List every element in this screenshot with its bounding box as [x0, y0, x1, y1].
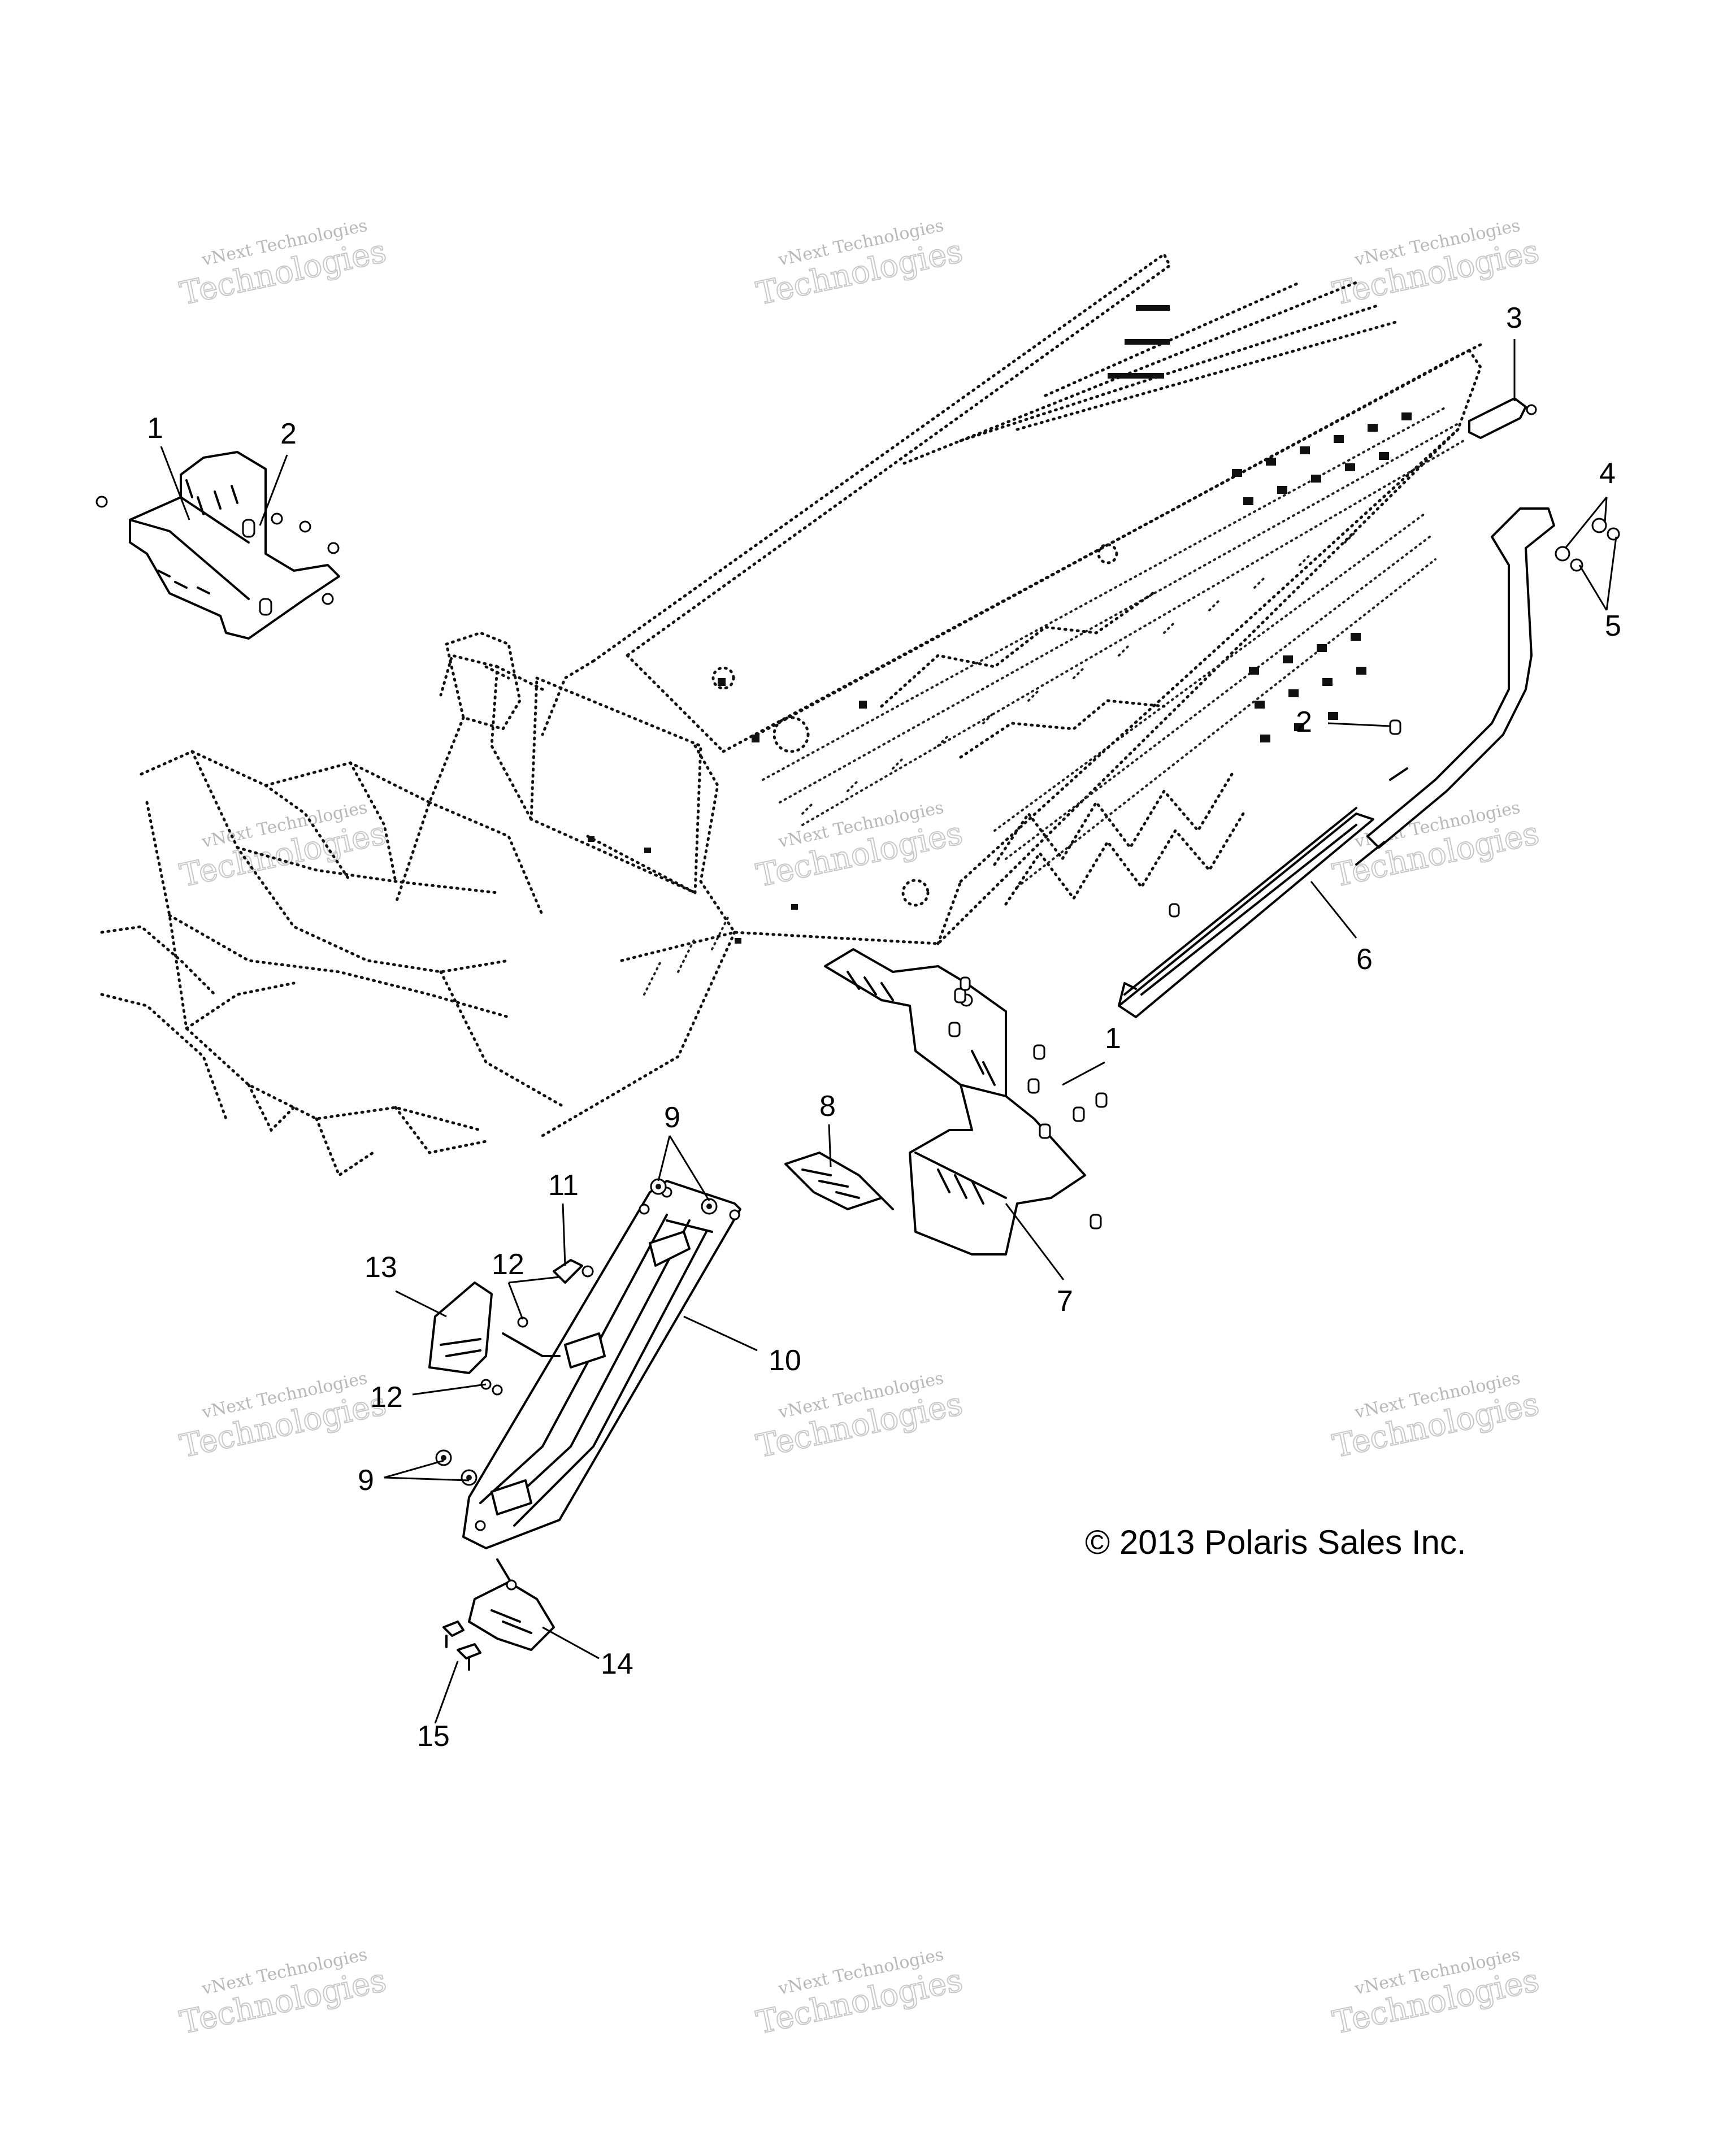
callout-8: 8 [819, 1090, 836, 1123]
watermark-2: vNext Technologies Technologies [753, 216, 966, 313]
watermark-12: vNext Technologies Technologies [1329, 1945, 1543, 2042]
watermarks: vNext Technologies Technologies vNext Te… [176, 216, 1543, 2042]
callout-9-upper: 9 [664, 1101, 680, 1134]
callout-3: 3 [1506, 302, 1522, 335]
callout-2-right: 2 [1296, 706, 1312, 738]
watermark-8: vNext Technologies Technologies [753, 1369, 966, 1466]
callout-12-lower: 12 [370, 1381, 403, 1414]
callout-13: 13 [364, 1251, 397, 1284]
chassis-tunnel-reference [100, 252, 1482, 1178]
watermark-11: vNext Technologies Technologies [753, 1945, 966, 2042]
callout-6: 6 [1356, 943, 1373, 976]
running-board-bar [1355, 507, 1555, 866]
watermark-4: vNext Technologies Technologies [176, 798, 390, 895]
callout-12-upper: 12 [492, 1248, 524, 1281]
callout-10: 10 [769, 1344, 801, 1377]
part-10-skid-plate [462, 1180, 741, 1549]
part-11-clip [553, 1259, 594, 1284]
part-1-upper-bracket [96, 451, 340, 640]
part-6-rail-strip [1118, 807, 1374, 1018]
callout-7: 7 [1057, 1285, 1073, 1318]
watermark-9: vNext Technologies Technologies [1329, 1369, 1543, 1466]
callout-labels: 1 2 3 4 5 2 6 1 8 9 11 12 13 12 10 7 9 1… [147, 302, 1621, 1753]
part-15-fasteners [442, 1621, 481, 1671]
copyright-text: © 2013 Polaris Sales Inc. [1085, 1523, 1466, 1561]
callout-4: 4 [1599, 457, 1616, 490]
callout-1-lower: 1 [1105, 1022, 1121, 1055]
callout-15: 15 [417, 1720, 450, 1753]
watermark-1: vNext Technologies Technologies [176, 216, 390, 313]
callout-1-upper: 1 [147, 412, 163, 445]
callout-14: 14 [601, 1648, 633, 1680]
watermark-5: vNext Technologies Technologies [753, 798, 966, 895]
part-7-lower-bracket [824, 903, 1180, 1256]
watermark-10: vNext Technologies Technologies [176, 1945, 390, 2042]
callout-5: 5 [1605, 610, 1621, 642]
callout-2-upper: 2 [280, 418, 297, 450]
watermark-3: vNext Technologies Technologies [1329, 216, 1543, 313]
part-4-5-hardware [1555, 518, 1620, 572]
part-9-nuts [435, 1178, 718, 1486]
leader-lines [160, 339, 1617, 1724]
part-14-clip-bracket [468, 1558, 555, 1651]
part-2-bolt [1389, 719, 1401, 735]
watermark-6: vNext Technologies Technologies [1329, 798, 1543, 895]
callout-11: 11 [548, 1169, 579, 1202]
tunnel-rivet-pattern [588, 305, 1412, 944]
part-3-pin [1468, 397, 1537, 439]
part-8-plate [784, 1152, 894, 1210]
callout-9-lower: 9 [358, 1464, 374, 1497]
watermark-7: vNext Technologies Technologies [176, 1369, 390, 1466]
